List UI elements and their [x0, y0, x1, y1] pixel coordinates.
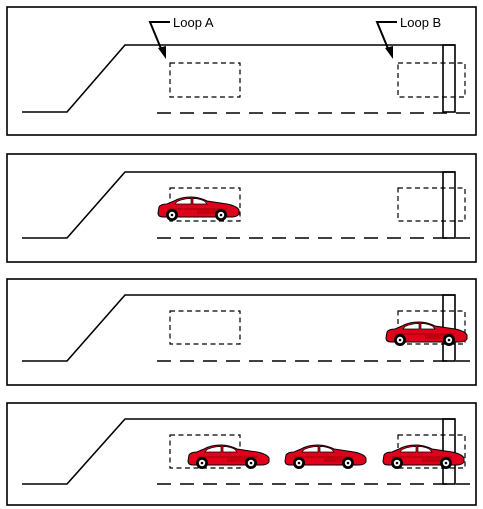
loop-b-sensor [397, 187, 466, 222]
loop-a-pointer [148, 21, 170, 52]
arrow-head-icon [158, 46, 166, 59]
gate-barrier [442, 171, 456, 239]
loop-a-sensor [169, 310, 241, 345]
road-edge [22, 294, 455, 362]
loop-a-sensor [169, 62, 241, 98]
panel-4 [6, 402, 477, 506]
loop-b-label: Loop B [400, 15, 441, 30]
gate-barrier [442, 44, 456, 113]
road-edge [22, 44, 455, 113]
loop-a-label: Loop A [173, 15, 214, 30]
panel-3 [6, 278, 477, 386]
road-edge [22, 171, 455, 239]
panel-2 [6, 153, 477, 263]
arrow-head-icon [385, 46, 393, 59]
panel-frame [6, 153, 477, 263]
panel-1: Loop A Loop B [6, 6, 477, 136]
road-edge [22, 418, 455, 485]
loop-b-pointer [375, 21, 397, 52]
